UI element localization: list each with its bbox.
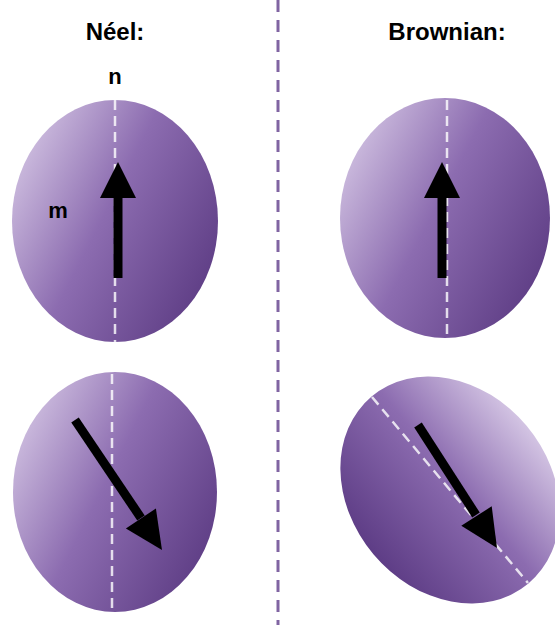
arrow-head — [126, 508, 162, 550]
column-heading: Néel: — [86, 18, 145, 46]
particle — [13, 372, 217, 612]
moment-arrow — [75, 420, 141, 518]
particle-shape — [10, 98, 220, 344]
divider-line — [277, 0, 280, 625]
particle — [12, 100, 218, 342]
arrow-head — [100, 162, 136, 198]
arrow-head — [461, 506, 497, 548]
moment-label: m — [48, 198, 68, 224]
column-heading: Brownian: — [388, 18, 505, 46]
moment-arrow — [418, 425, 476, 515]
particle — [295, 332, 555, 625]
easy-axis — [111, 374, 114, 610]
moment-arrow — [114, 196, 123, 278]
particle-node: nm — [10, 98, 220, 344]
arrow-head — [424, 162, 460, 198]
axis-label: n — [108, 64, 121, 90]
particle — [340, 98, 550, 338]
moment-arrow — [438, 196, 447, 278]
easy-axis — [372, 397, 528, 583]
